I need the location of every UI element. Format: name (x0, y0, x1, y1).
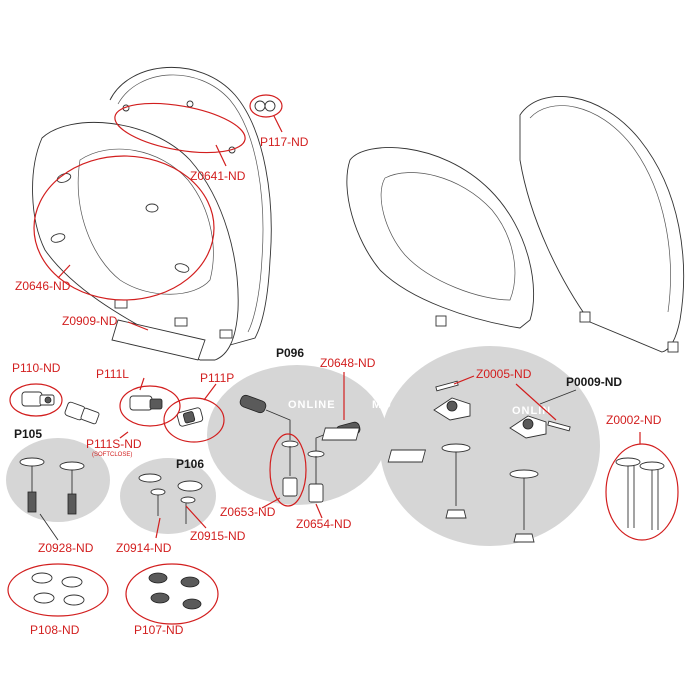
p110-hinge (9, 383, 63, 417)
right-seat-assembly (346, 96, 685, 353)
label-z0909: Z0909-ND (62, 314, 118, 328)
label-z0654: Z0654-ND (296, 517, 352, 531)
label-z0002: Z0002-ND (606, 413, 662, 427)
p0009-background (380, 346, 600, 546)
label-p111s: P111S-ND (86, 437, 142, 451)
label-p108: P108-ND (30, 623, 80, 637)
label-p096: P096 (276, 346, 304, 360)
watermark-mo: MO (372, 399, 392, 411)
label-z0653: Z0653-ND (220, 505, 276, 519)
label-p106: P106 (176, 457, 204, 471)
label-z0928: Z0928-ND (38, 541, 94, 555)
label-p107: P107-ND (134, 623, 184, 637)
p105-bolts (19, 457, 85, 515)
z0002-bolts (605, 443, 679, 541)
label-z0641: Z0641-ND (190, 169, 246, 183)
label-p111l: P111L (96, 367, 129, 381)
label-z0915: Z0915-ND (190, 529, 246, 543)
p117-part (249, 94, 283, 118)
watermark-online-2: ONLIN (512, 405, 551, 417)
label-p0009: P0009-ND (566, 375, 622, 389)
label-p110: P110-ND (12, 361, 61, 375)
label-p105: P105 (14, 427, 42, 441)
label-z0646: Z0646-ND (15, 279, 71, 293)
p111-hinges (119, 385, 225, 443)
label-softclose: (SOFTCLOSE) (92, 452, 132, 458)
label-p117: P117-ND (260, 135, 309, 149)
callout-ring-z0641 (114, 102, 246, 154)
watermark-online-1: ONLINE (288, 399, 336, 411)
label-z0914: Z0914-ND (116, 541, 172, 555)
p111s-hinge (64, 401, 100, 425)
label-z0005: Z0005-ND (476, 367, 532, 381)
p107-caps (125, 563, 219, 625)
p0009-fixing-set (321, 380, 571, 543)
label-z0648: Z0648-ND (320, 356, 376, 370)
p108-caps (7, 563, 109, 617)
callout-ring-z0646 (33, 155, 215, 301)
label-p111p: P111P (200, 371, 234, 385)
